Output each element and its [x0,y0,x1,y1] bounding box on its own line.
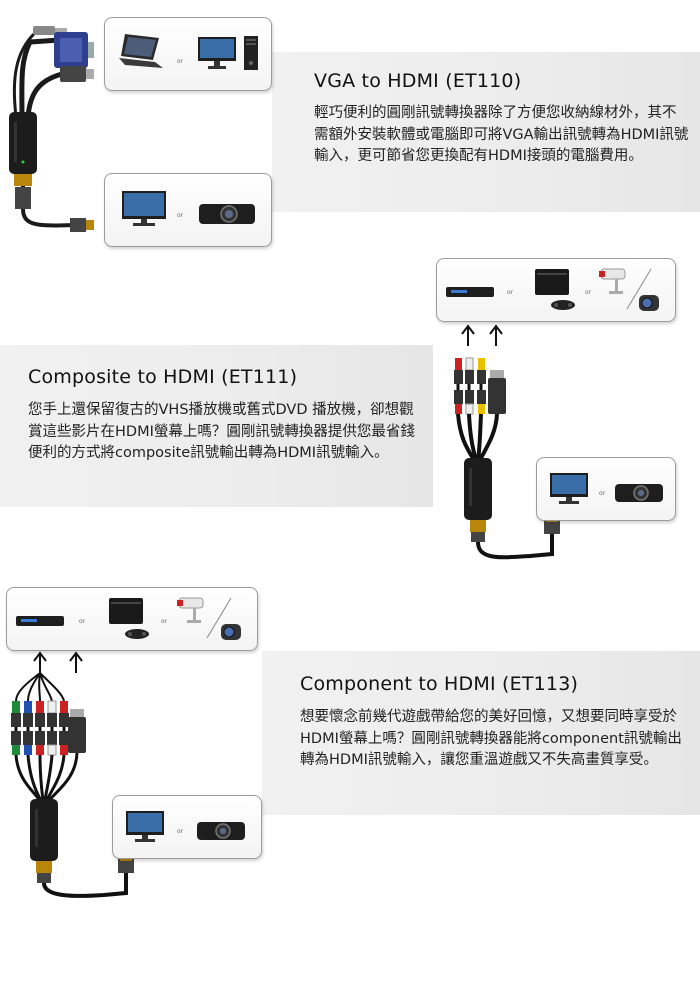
desktop-monitor-icon [198,37,236,69]
pc-tower-icon [244,36,258,70]
dvd-player-icon [16,616,64,626]
divider-slash [626,268,652,310]
projector-icon [615,484,663,502]
or-label: or [177,828,184,835]
laptop-icon [119,34,163,68]
or-label: or [177,212,184,219]
or-label: or [177,58,184,65]
divider-slash [206,597,232,639]
tv-monitor-icon [122,191,166,226]
section-component-description: 想要懷念前幾代遊戲帶給您的美好回憶，又想要同時享受於HDMI螢幕上嗎？圓剛訊號轉… [300,709,682,768]
composite-output-devices-box: or [536,457,676,521]
composite-converter-cable-illustration [454,324,560,560]
section-composite-description: 您手上還保留復古的VHS播放機或舊式DVD 播放機，卻想觀賞這些影片在HDMI螢… [28,402,415,461]
composite-source-devices-box: or or [436,258,676,322]
component-output-devices-box: or [112,795,262,859]
section-vga-description: 輕巧便利的圓剛訊號轉換器除了方便您收納線材外，其不需額外安裝軟體或電腦即可將VG… [314,105,689,164]
or-label: or [79,618,86,625]
game-console-icon [535,269,575,310]
component-source-devices-box: or or [6,587,258,651]
tv-monitor-icon [126,811,164,842]
projector-icon [199,204,255,224]
or-label: or [585,289,592,296]
dvd-player-icon [446,287,494,297]
camcorder-icon [221,624,241,640]
or-label: or [161,618,168,625]
section-vga-band [272,52,700,212]
tv-monitor-icon [550,473,588,504]
section-component-title: Component to HDMI (ET113) [300,673,579,695]
section-composite-band [0,345,433,507]
vga-source-devices-box: or [104,17,272,91]
or-label: or [599,490,606,497]
game-console-icon [109,598,149,639]
security-camera-icon [599,268,626,294]
vga-converter-cable-illustration [9,26,94,232]
section-vga-title: VGA to HDMI (ET110) [314,70,522,92]
vga-output-devices-box: or [104,173,272,247]
security-camera-icon [177,597,204,623]
projector-icon [197,822,245,840]
or-label: or [507,289,514,296]
section-composite-title: Composite to HDMI (ET111) [28,366,298,388]
camcorder-icon [639,295,659,311]
section-component-band [262,651,700,815]
component-converter-cable-illustration [11,651,134,898]
